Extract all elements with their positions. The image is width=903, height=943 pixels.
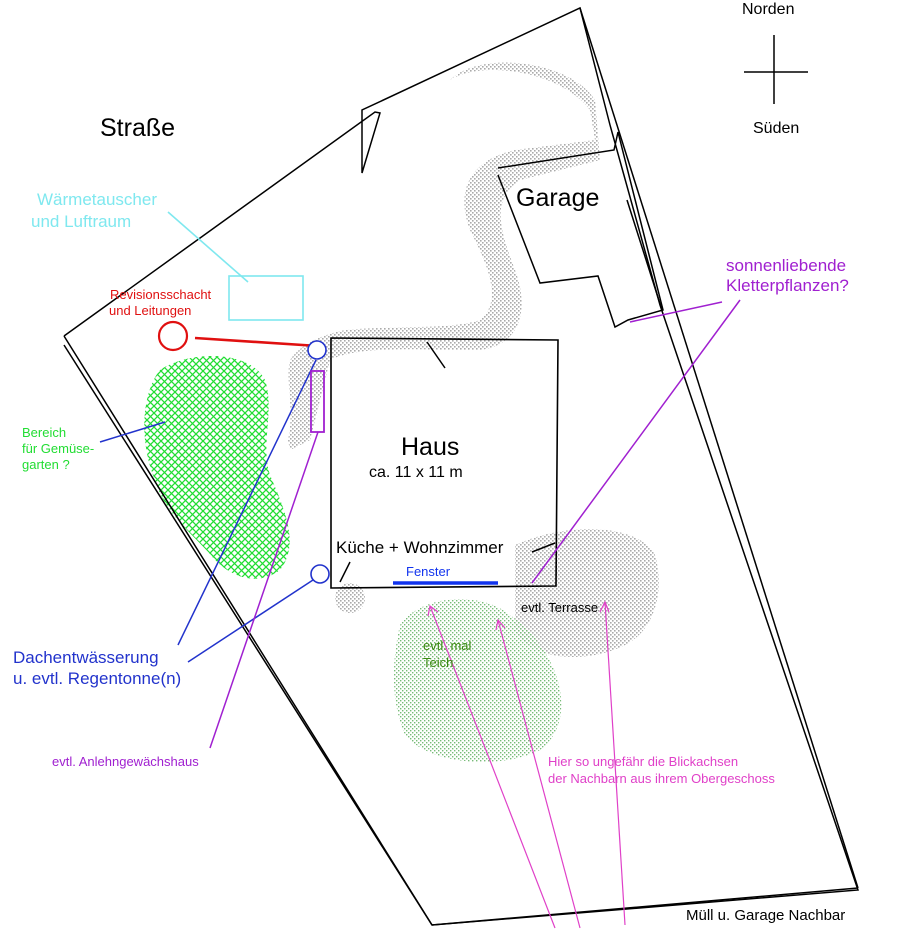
gravel-path <box>288 62 600 450</box>
house-size-label: ca. 11 x 11 m <box>369 464 463 481</box>
garage-outline <box>497 131 664 329</box>
neighbor-label: Müll u. Garage Nachbar <box>686 907 846 924</box>
heat-exchanger-label-1: Wärmetauscher <box>37 190 157 209</box>
house-door-3 <box>339 561 351 583</box>
sightlines-label-1: Hier so ungefähr die Blickachsen <box>548 754 739 769</box>
greenhouse-pointer <box>209 431 319 749</box>
house-door-2 <box>531 542 556 553</box>
climbers-label-1: sonnenliebende <box>726 256 847 275</box>
drainage-label-1: Dachentwässerung <box>13 648 159 667</box>
drainage-pointer-1 <box>177 359 317 646</box>
house-door <box>426 341 446 369</box>
pond-label-1: evtl. mal <box>423 638 472 653</box>
vegetable-label-2: für Gemüse- <box>22 441 95 456</box>
boundary-east <box>579 7 859 889</box>
heat-exchanger-box <box>228 275 304 321</box>
house-outline <box>330 337 559 589</box>
sightline-1 <box>429 605 556 929</box>
terrace-area <box>515 528 659 657</box>
pond-label-2: Teich <box>423 655 454 670</box>
street-label: Straße <box>100 114 176 142</box>
vegetable-label-1: Bereich <box>22 425 67 440</box>
inspection-line <box>194 336 319 348</box>
compass-north-label: Norden <box>742 1 795 18</box>
climbers-pointer-1 <box>531 299 741 584</box>
sightline-3 <box>604 601 626 926</box>
pond-area <box>393 598 562 762</box>
terrace-label: evtl. Terrasse <box>521 600 599 615</box>
drainage-label-2: u. evtl. Regentonne(n) <box>13 669 182 688</box>
greenhouse-label: evtl. Anlehngewächshaus <box>52 754 199 769</box>
garage-wall <box>626 199 663 311</box>
heat-exchanger-pointer <box>167 211 249 283</box>
sightline-arrow-2 <box>495 618 506 631</box>
climbers-label-2: Kletterpflanzen? <box>726 276 849 295</box>
compass-south-label: Süden <box>753 120 800 137</box>
climbers-pointer-2 <box>629 301 723 323</box>
window-label: Fenster <box>406 564 451 579</box>
drainage-point-south <box>310 564 330 584</box>
sightlines-label-2: der Nachbarn aus ihrem Obergeschoss <box>548 771 775 786</box>
kitchen-label: Küche + Wohnzimmer <box>336 538 504 557</box>
sightline-arrow-1 <box>427 604 439 617</box>
sightline-arrow-3 <box>599 600 610 613</box>
sightline-2 <box>497 619 581 929</box>
inspection-shaft <box>157 320 189 352</box>
drainage-point-north <box>307 340 327 360</box>
garage-label: Garage <box>516 184 600 212</box>
vegetable-pointer <box>99 421 166 443</box>
drainage-pointer-2 <box>187 579 314 663</box>
vegetable-label-3: garten ? <box>22 457 70 472</box>
vegetable-garden <box>144 356 290 579</box>
boundary-south <box>431 887 859 926</box>
gravel-spot <box>335 583 365 613</box>
inspection-label-1: Revisionsschacht <box>110 287 212 302</box>
house-label: Haus <box>401 433 460 461</box>
heat-exchanger-label-2: und Luftraum <box>31 212 132 231</box>
inspection-label-2: und Leitungen <box>109 303 192 318</box>
